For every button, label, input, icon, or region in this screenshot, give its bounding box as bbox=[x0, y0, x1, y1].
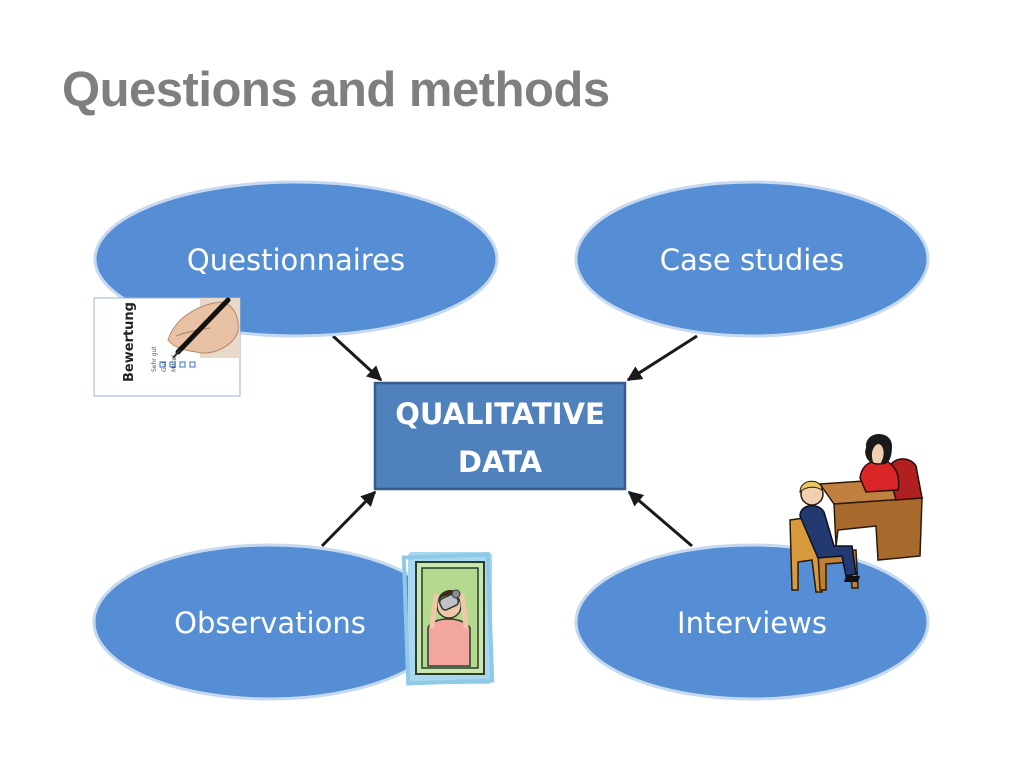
center-node-qualitative-data: QUALITATIVE DATA bbox=[373, 381, 627, 491]
node-interviews: Interviews bbox=[574, 543, 930, 701]
node-label-questionnaires: Questionnaires bbox=[187, 243, 405, 277]
questionnaire-photo: Bewertung Sehr gut Gut Mittel bbox=[93, 297, 241, 397]
arrow-case-studies-to-data bbox=[626, 334, 698, 382]
form-title: Bewertung bbox=[122, 302, 137, 382]
arrow-interviews-to-data bbox=[627, 490, 693, 548]
node-observations: Observations bbox=[92, 543, 448, 701]
observer-clipart bbox=[401, 552, 495, 686]
center-label-line1: QUALITATIVE bbox=[395, 397, 605, 431]
node-label-observations: Observations bbox=[174, 606, 366, 640]
interview-clipart bbox=[789, 434, 924, 593]
node-label-interviews: Interviews bbox=[677, 606, 827, 640]
form-option-1: Sehr gut bbox=[151, 346, 158, 372]
arrow-questionnaires-to-data bbox=[331, 334, 383, 382]
arrows bbox=[320, 334, 698, 548]
center-label-line2: DATA bbox=[458, 445, 543, 479]
node-case-studies: Case studies bbox=[574, 180, 930, 338]
arrow-observations-to-data bbox=[320, 490, 377, 548]
node-label-case-studies: Case studies bbox=[660, 243, 844, 277]
slide-title: Questions and methods bbox=[62, 63, 610, 117]
